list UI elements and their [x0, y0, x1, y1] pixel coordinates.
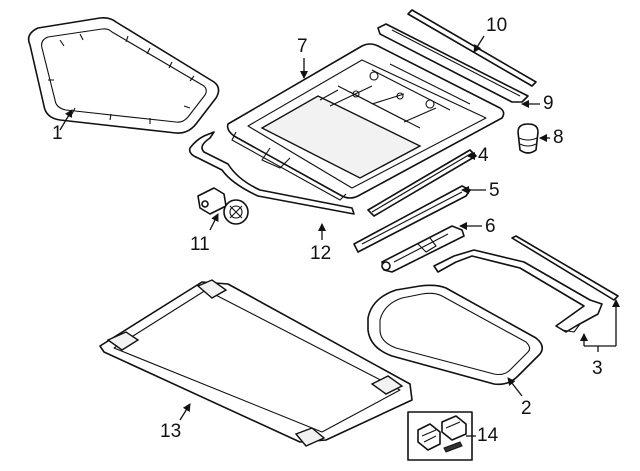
part-14-clip-kit [407, 411, 473, 461]
part-3-drain-rails [433, 235, 619, 333]
part-7-roof-frame [226, 43, 505, 201]
callout-7: 7 [297, 36, 308, 57]
part-2-glass-panel [367, 284, 544, 386]
callout-13: 13 [160, 421, 182, 442]
callout-3: 3 [592, 358, 603, 379]
part-6-mechanism [381, 225, 465, 273]
part-13-sunshade [99, 279, 413, 447]
part-8-grommet [517, 123, 539, 154]
part-4-deflector [367, 149, 477, 217]
callout-1: 1 [52, 123, 63, 144]
callout-4: 4 [478, 145, 489, 166]
callout-14: 14 [477, 425, 499, 446]
part-1-seal-frame [27, 17, 220, 134]
leader-lines [59, 35, 620, 437]
callout-11: 11 [190, 234, 210, 255]
callout-10: 10 [486, 15, 508, 36]
callout-9: 9 [543, 93, 554, 114]
callout-5: 5 [489, 180, 500, 201]
callout-8: 8 [553, 127, 564, 148]
part-11-motor [197, 187, 249, 225]
part-10-rail-strip [407, 9, 537, 87]
callout-2: 2 [521, 398, 532, 419]
callout-6: 6 [485, 216, 496, 237]
part-12-front-seal [188, 131, 355, 215]
callout-12: 12 [310, 243, 332, 264]
